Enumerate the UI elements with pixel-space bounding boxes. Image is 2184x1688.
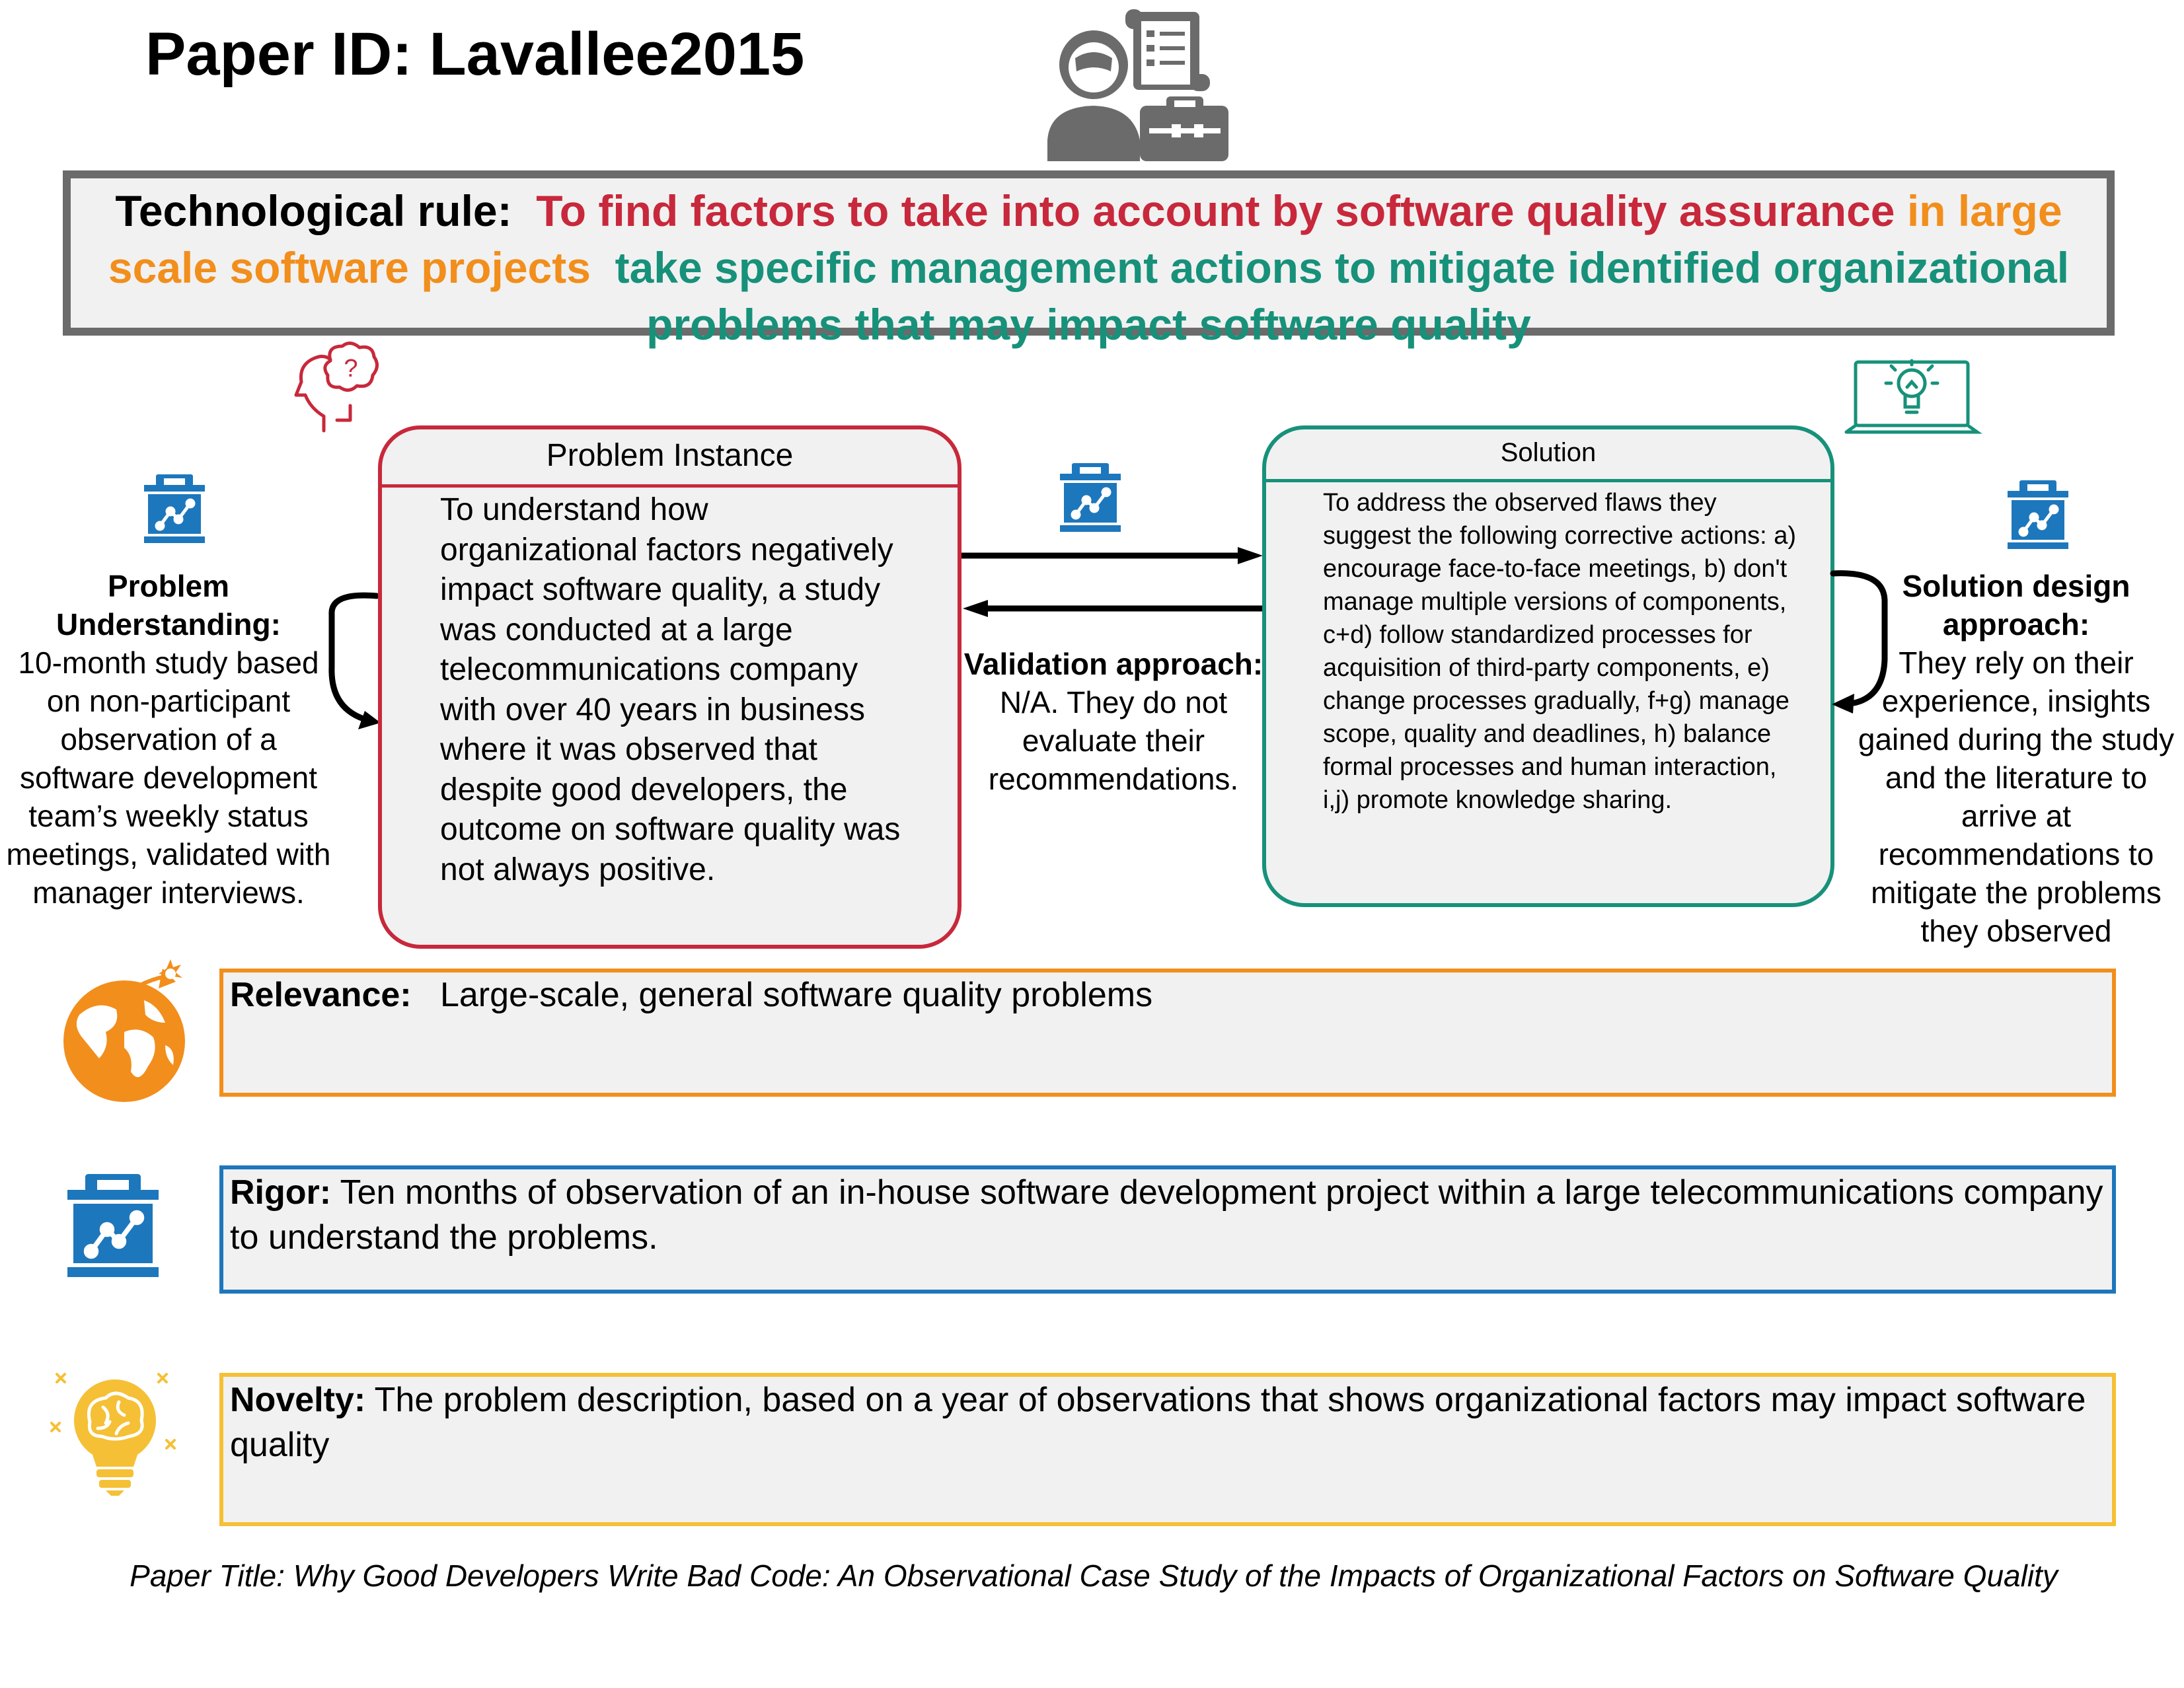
solution-text: To address the observed flaws they sugge… (1323, 489, 1797, 814)
svg-text:?: ? (344, 355, 358, 383)
validation-approach-text: Validation approach: N/A. They do not ev… (952, 645, 1275, 798)
rigor-box: Rigor: Ten months of observation of an i… (219, 1165, 2116, 1294)
globe-icon (63, 959, 185, 1102)
technological-rule-action: take specific management actions to miti… (615, 243, 2070, 349)
problem-understanding-text: Problem Understanding: 10-month study ba… (3, 567, 334, 912)
relevance-text: Large-scale, general software quality pr… (439, 976, 1153, 1014)
solution-box: Solution To address the observed flaws t… (1262, 425, 1834, 907)
paper-id-title: Paper ID: Lavallee2015 (145, 20, 805, 88)
rigor-text: Ten months of observation of an in-house… (230, 1173, 2103, 1257)
novelty-label: Novelty: (230, 1381, 366, 1419)
lightbulb-brain-icon (50, 1373, 176, 1496)
solution-design-approach-text: Solution design approach: They rely on t… (1845, 567, 2184, 950)
problem-to-solution-arrow (961, 547, 1263, 564)
thinking-head-icon: ? (294, 342, 379, 433)
lightbulb-laptop-icon (1844, 359, 1982, 434)
validation-approach-body: N/A. They do not evaluate their recommen… (988, 685, 1239, 796)
problem-instance-box: Problem Instance To understand how organ… (378, 425, 961, 949)
relevance-label: Relevance: (230, 976, 412, 1014)
problem-instance-title: Problem Instance (382, 429, 958, 488)
solution-design-toolbox-icon (2008, 480, 2068, 549)
technological-rule-box: Technological rule: To find factors to t… (63, 170, 2115, 349)
problem-understanding-body: 10-month study based on non-participant … (6, 645, 331, 910)
novelty-box: Novelty: The problem description, based … (219, 1373, 2116, 1526)
person-document-briefcase-icon (1047, 9, 1228, 161)
technological-rule-context: in large scale software projects (108, 186, 2062, 292)
rigor-label: Rigor: (230, 1173, 332, 1212)
solution-design-approach-body: They rely on their experience, insights … (1858, 645, 2175, 948)
paper-title: Paper Title: Why Good Developers Write B… (130, 1559, 2058, 1593)
solution-design-approach-label: Solution design approach: (1902, 569, 2130, 642)
solution-title: Solution (1266, 429, 1830, 482)
solution-design-arrow (1830, 570, 1888, 714)
relevance-box: Relevance: Large-scale, general software… (219, 969, 2116, 1097)
problem-understanding-label: Problem Understanding: (56, 569, 281, 642)
problem-instance-text: To understand how organizational factors… (440, 492, 901, 887)
technological-rule-label: Technological rule: (115, 186, 512, 235)
rigor-toolbox-icon (67, 1174, 159, 1277)
validation-approach-label: Validation approach: (963, 647, 1263, 681)
problem-understanding-arrow (328, 592, 381, 729)
validation-toolbox-icon (1060, 463, 1121, 532)
problem-understanding-toolbox-icon (144, 474, 205, 543)
novelty-text: The problem description, based on a year… (230, 1381, 2086, 1464)
technological-rule-goal: To find factors to take into account by … (536, 186, 1895, 235)
solution-to-problem-arrow (963, 600, 1263, 617)
